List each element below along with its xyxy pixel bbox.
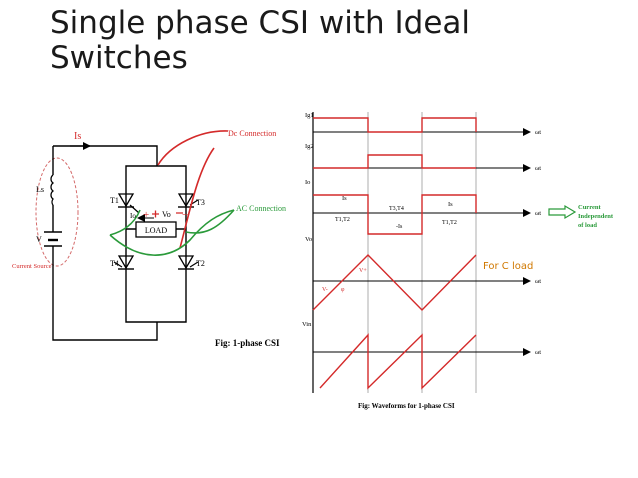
slide-title: Single phase CSI with Ideal Switches [50,6,470,76]
inductor-symbol [50,174,55,206]
vo-trace [312,254,477,311]
current-note: Current Independent of load [578,204,615,229]
io-positive-left: Is [342,195,347,202]
io-label: Io [130,212,136,220]
ac-connection-line-2 [185,209,235,234]
ac-connection-line [109,209,235,256]
vo-axis-unit: ωt [535,278,541,285]
ac-connection-label: AC Connection [236,204,286,213]
source-current-label: Is [74,131,81,142]
source-caption: Current Source [12,263,52,270]
circuit-wires [52,145,187,341]
waveform-figure-caption: Fig: Waveforms for 1-phase CSI [358,402,455,410]
ig24-trace [313,154,476,169]
ac-connection-line-3 [109,209,141,236]
vin-trace [319,333,477,390]
inductor-label: Ls [36,185,44,194]
ig13-axis-unit: ωt [535,129,541,136]
minus-sign: − [182,209,188,221]
thyristor-t1 [117,193,140,214]
title-line-2: Switches [50,40,188,76]
title-line-1: Single phase CSI with Ideal [50,5,470,41]
dc-connection-line-2 [179,147,215,249]
circuit-figure-caption: Fig: 1-phase CSI [215,338,280,348]
plus-sign: + [143,209,149,221]
vo-label: Vo [162,210,171,219]
io-axis-unit: ωt [535,210,541,217]
dc-connection-label: Dc Connection [228,129,276,138]
io-pair-t1t2-right: T1,T2 [442,220,457,226]
thyristor-t4-label: T4 [110,259,119,268]
circuit-diagram: LOAD Is Ls V Current Source Dc Connectio… [12,129,286,348]
io-label-wave: Io [305,179,310,186]
io-trace [313,194,477,235]
waveforms-panel: Ig1 Ig2 Io Vo Vin ωt ωt ωt ωt ωt Is T1,T… [302,112,615,410]
load-label: LOAD [145,226,167,235]
plus-minus-red [152,210,183,218]
io-negative: -Is [396,224,403,230]
vo-label-wave: Vo [305,236,312,243]
vo-vplus: V+ [359,268,367,274]
load-note: For C load [483,261,533,272]
thyristor-t4 [113,255,135,270]
thyristor-t2 [177,255,199,270]
thyristor-t3-label: T3 [196,198,205,207]
thyristor-t1-label: T1 [110,196,119,205]
ig13-trace [313,117,477,133]
current-note-arrow [548,204,577,220]
current-source-highlight [35,157,79,267]
io-positive-right: Is [448,201,453,208]
dc-connection-line [157,130,229,166]
thyristor-t2-label: T2 [196,259,205,268]
thyristor-t3 [177,193,199,208]
io-pair-t3t4: T3,T4 [389,206,404,212]
load-box [135,221,177,238]
ig24-label: Ig2 [305,143,314,150]
ig24-axis-unit: ωt [535,165,541,172]
vin-axis-unit: ωt [535,349,541,356]
vo-phi: φ [341,287,345,293]
vin-label-wave: Vin [302,321,312,328]
io-pair-t1t2-left: T1,T2 [335,217,350,223]
vo-vminus: V- [322,287,328,293]
ig13-label: Ig1 [305,112,314,119]
voltage-label: V [36,235,42,244]
